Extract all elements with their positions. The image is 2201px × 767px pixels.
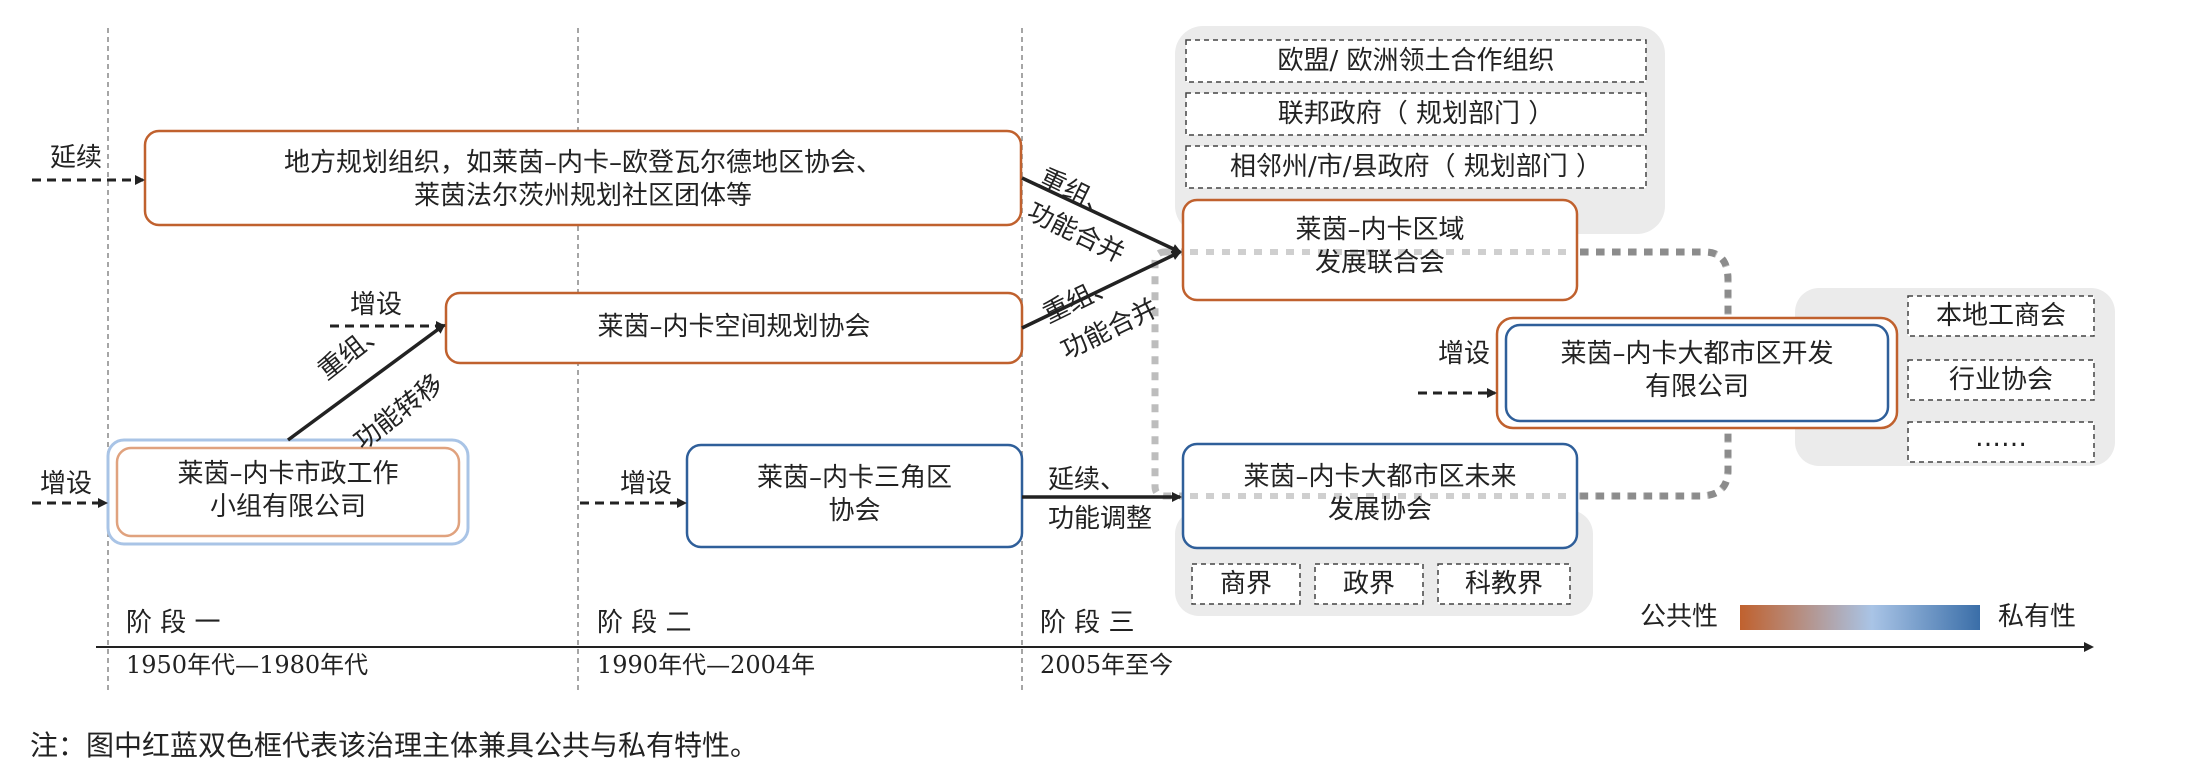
gov-box-1 (1185, 39, 1647, 83)
node-municipal-working-group-text: 莱茵–内卡市政工作 小组有限公司 (177, 459, 399, 522)
sector-box-1 (1191, 563, 1301, 605)
node-metro-future-assoc-text: 莱茵–内卡大都市区未来 发展协会 (1243, 462, 1517, 525)
sector-box-2 (1314, 563, 1424, 605)
arrow-reorg-transfer (286, 323, 446, 442)
stage-1-period: 1950年代—1980年代 (126, 651, 369, 679)
node-regional-dev-union-text: 莱茵–内卡区域 发展联合会 (1295, 215, 1465, 278)
stage-3-name: 阶 段 三 (1040, 608, 1135, 638)
business-box-2 (1907, 359, 2095, 401)
node-metro-dev-company-text: 莱茵–内卡大都市区开发 有限公司 (1560, 339, 1834, 402)
edge-label-continue-2: 延续、 (1048, 465, 1127, 495)
business-group-2: 行业协会 (1948, 365, 2053, 395)
edge-label-continue: 延续 (50, 143, 103, 173)
figure-note: 注：图中红蓝双色框代表该治理主体兼具公共与私有特性。 (30, 729, 759, 762)
stage-2-period: 1990年代—2004年 (597, 651, 816, 679)
stage-1-name: 阶 段 一 (126, 608, 221, 638)
arrow-reorg-merge-2 (1021, 250, 1182, 330)
sector-1: 商界 (1219, 569, 1272, 599)
edge-label-add-company: 增设 (1438, 339, 1491, 369)
business-group-3: …… (1975, 423, 2027, 453)
legend-public-label: 公共性 (1640, 602, 1719, 632)
edge-label-adjust: 功能调整 (1048, 504, 1153, 534)
node-metro-dev-company (1504, 323, 1890, 423)
node-regional-dev-union (1181, 198, 1579, 302)
node-regional-planning-orgs-text: 地方规划组织，如莱茵–内卡–欧登瓦尔德地区协会、 莱茵法尔茨州规划社区团体等 (283, 148, 882, 211)
arrow-reorg-merge-1 (1021, 176, 1182, 254)
node-spatial-planning-assoc-text: 莱茵–内卡空间规划协会 (597, 312, 871, 342)
stage-3-period: 2005年至今 (1040, 651, 1174, 679)
sector-2: 政界 (1342, 569, 1395, 599)
legend-gradient-bar (1740, 605, 1980, 630)
node-triangle-assoc-text: 莱茵–内卡三角区 协会 (756, 463, 952, 526)
sector-box-3 (1437, 563, 1571, 605)
gov-box-3 (1185, 145, 1647, 189)
edge-label-add-left: 增设 (40, 469, 93, 499)
node-regional-planning-orgs (143, 129, 1023, 227)
sector-3: 科教界 (1464, 569, 1543, 599)
node-metro-future-assoc (1181, 442, 1579, 550)
gov-body-3: 相邻州/市/县政府（ 规划部门 ） (1229, 152, 1603, 182)
edge-label-add-top: 增设 (350, 290, 403, 320)
legend-private-label: 私有性 (1998, 602, 2077, 632)
gov-box-2 (1185, 92, 1647, 136)
business-box-3 (1907, 421, 2095, 463)
node-municipal-working-group (115, 446, 461, 538)
gov-body-1: 欧盟/ 欧洲领土合作组织 (1277, 46, 1555, 76)
gov-body-2: 联邦政府（ 规划部门 ） (1277, 99, 1555, 129)
edge-label-add-stage2: 增设 (620, 469, 673, 499)
business-group-1: 本地工商会 (1935, 301, 2066, 331)
business-box-1 (1907, 295, 2095, 337)
stage-2-name: 阶 段 二 (597, 608, 692, 638)
